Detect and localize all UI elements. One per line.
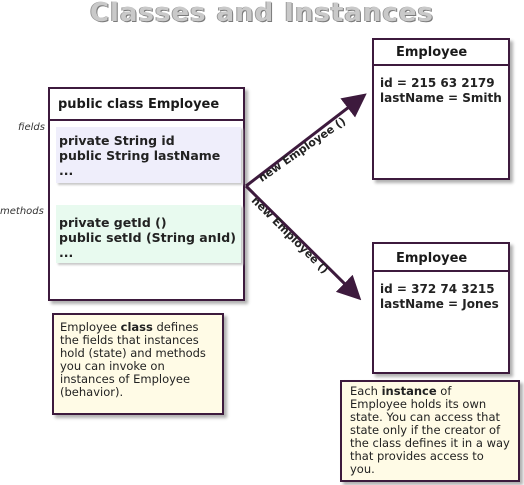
instance-note: Each instance of Employee holds its own …: [340, 380, 520, 482]
class-note-prefix: Employee: [60, 320, 121, 334]
instance-note-prefix: Each: [350, 384, 382, 398]
instance-box-smith: Employee id = 215 63 2179 lastName = Smi…: [372, 38, 510, 180]
instance-values: id = 372 74 3215 lastName = Jones: [374, 272, 508, 312]
arrow-line-top: [245, 93, 367, 188]
instance-lastname: lastName = Smith: [380, 91, 502, 105]
instance-values: id = 215 63 2179 lastName = Smith: [374, 66, 508, 106]
fields-block: private String id public String lastName…: [56, 127, 241, 183]
instance-lastname: lastName = Jones: [380, 297, 499, 311]
field-line: public String lastName: [59, 148, 221, 163]
instance-box-jones: Employee id = 372 74 3215 lastName = Jon…: [372, 242, 510, 374]
method-line: public setId (String anId): [59, 230, 236, 245]
instance-note-suffix: of Employee holds its own state. You can…: [350, 384, 510, 476]
instance-id: id = 372 74 3215: [380, 282, 495, 296]
fields-label: fields: [18, 122, 45, 133]
class-note-suffix: defines the fields that instances hold (…: [60, 320, 206, 399]
arrow-line-bottom: [244, 184, 362, 301]
instance-note-bold: instance: [381, 384, 437, 398]
field-line: private String id: [59, 133, 175, 148]
instance-id: id = 215 63 2179: [380, 76, 495, 90]
class-header: public class Employee: [50, 89, 243, 121]
method-line: ...: [59, 245, 74, 260]
instance-header: Employee: [374, 244, 508, 272]
methods-block: private getId () public setId (String an…: [56, 205, 241, 263]
class-box: public class Employee private String id …: [48, 87, 245, 301]
class-note: Employee class defines the fields that i…: [52, 313, 224, 415]
instance-header: Employee: [374, 40, 508, 66]
diagram-title: Classes and Instances: [89, 0, 435, 28]
field-line: ...: [59, 163, 74, 178]
methods-label: methods: [0, 206, 44, 217]
method-line: private getId (): [59, 215, 167, 230]
class-note-bold: class: [120, 320, 153, 334]
